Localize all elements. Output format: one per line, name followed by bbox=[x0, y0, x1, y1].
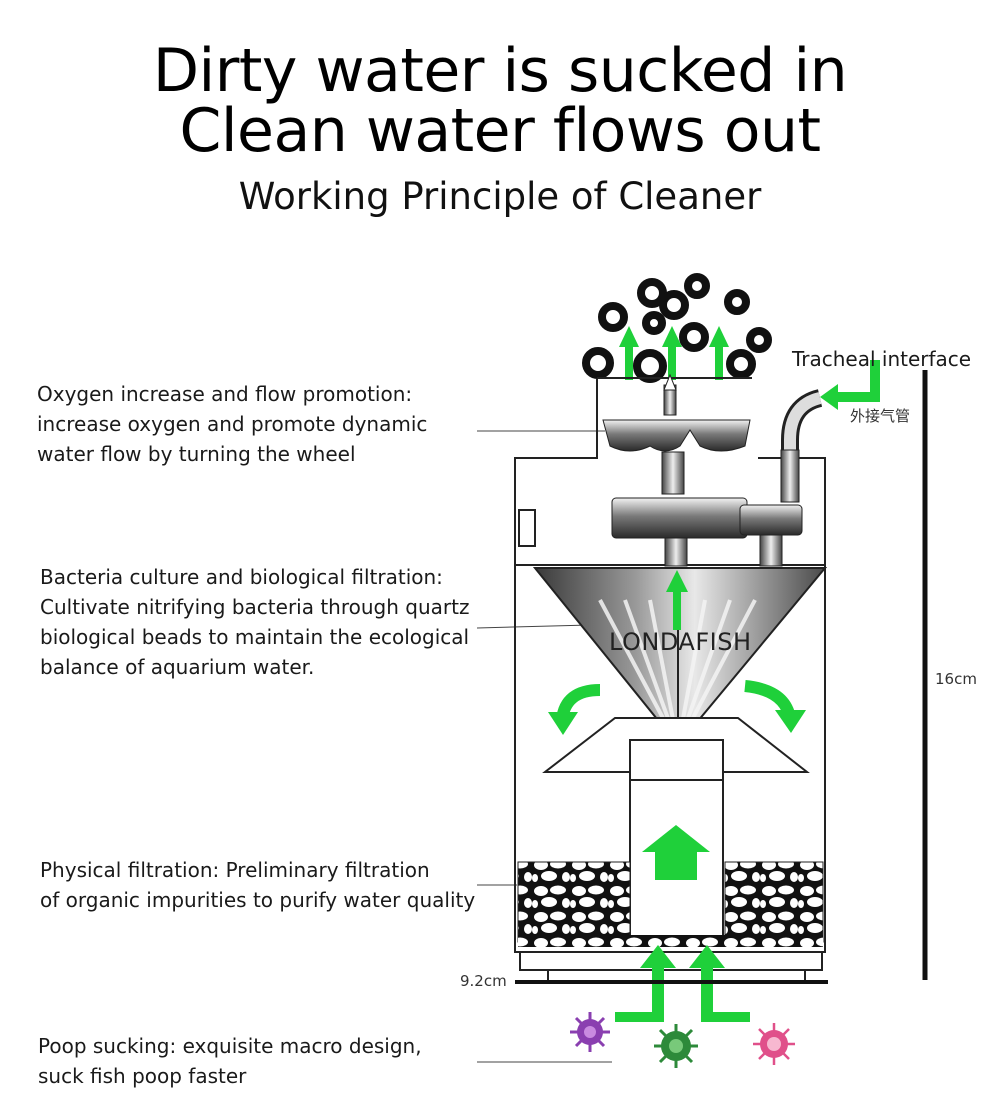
label-poop: Poop sucking: exquisite macro design, su… bbox=[38, 1034, 422, 1088]
bubbles bbox=[582, 273, 772, 383]
dimension-height: 16cm bbox=[935, 670, 977, 688]
deflector-neck bbox=[629, 739, 724, 781]
air-tube bbox=[780, 389, 823, 503]
bio-filter-cone bbox=[532, 567, 828, 747]
title-line-2: Clean water flows out bbox=[179, 96, 821, 166]
center-up-arrow bbox=[642, 825, 710, 880]
label-oxygen: Oxygen increase and flow promotion: incr… bbox=[37, 382, 428, 466]
label-tracheal: Tracheal interface bbox=[792, 347, 972, 371]
physical-filter-media bbox=[517, 861, 824, 947]
watermark: LONDAFISH bbox=[609, 628, 752, 656]
circulation-arrows bbox=[548, 570, 806, 735]
label-physical: Physical filtration: Preliminary filtrat… bbox=[40, 858, 476, 912]
intake-arrows bbox=[615, 945, 750, 1022]
label-bacteria: Bacteria culture and biological filtrati… bbox=[40, 565, 470, 679]
impeller-housing bbox=[611, 497, 803, 567]
subtitle: Working Principle of Cleaner bbox=[238, 175, 762, 218]
dimension-width: 9.2cm bbox=[460, 972, 507, 990]
microbe-purple bbox=[570, 1012, 610, 1052]
microbe-pink bbox=[753, 1023, 795, 1065]
air-inlet-arrow bbox=[820, 360, 880, 410]
microbe-green bbox=[654, 1024, 698, 1068]
aeration-wheel bbox=[602, 373, 751, 495]
leader-bacteria bbox=[476, 624, 591, 629]
label-tracheal-cn: 外接气管 bbox=[850, 407, 911, 425]
title-line-1: Dirty water is sucked in bbox=[152, 36, 848, 106]
top-green-arrows bbox=[619, 326, 729, 380]
